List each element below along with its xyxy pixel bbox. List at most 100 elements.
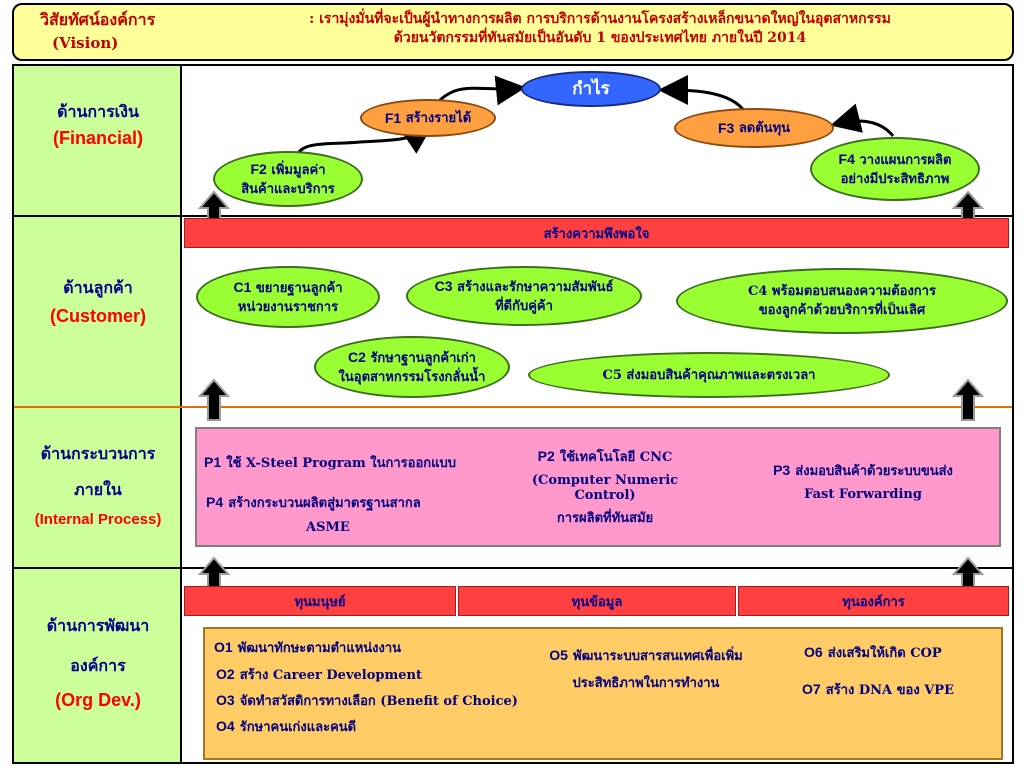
o1-text: พัฒนาทักษะตามตำแหน่งงาน [237,641,402,656]
c2-code: C2 [348,348,366,365]
vision-box [12,3,1014,61]
c3-code: C3 [434,277,453,294]
c4-text-1: C4 พร้อมตอบสนองความต้องการ [748,284,936,299]
orgdev-label-th-1: ด้านการพัฒนา [46,616,150,635]
row-divider-financial [14,215,1012,217]
p2-text-3: การผลิตที่ทันสมัย [556,511,654,526]
o5-text-1: พัฒนาระบบสารสนเทศเพื่อเพิ่ม [573,649,743,664]
o6-text: ส่งเสริมให้เกิด COP [827,646,942,661]
o7-item: O7 สร้าง DNA ของ VPE [802,679,954,700]
o7-code: O7 [802,681,821,697]
orgdev-label-en: (Org Dev.) [55,690,141,710]
o3-code: O3 [216,692,235,708]
p3-text-1: ส่งมอบสินค้าด้วยระบบขนส่ง [795,464,953,479]
o6-item: O6 ส่งเสริมให้เกิด COP [804,642,942,663]
o4-code: O4 [216,718,235,734]
c4-text-2: ของลูกค้าด้วยบริการที่เป็นเลิศ [758,303,926,318]
f1-code: F1 [384,109,402,126]
c4-node: C4 พร้อมตอบสนองความต้องการ ของลูกค้าด้วย… [676,268,1008,334]
o7-text: สร้าง DNA ของ VPE [825,683,954,698]
up-arrow-icon [197,378,231,421]
f2-node: F2 เพิ่มมูลค่า สินค้าและบริการ [213,151,363,207]
p4-text-2: ASME [306,520,350,535]
c5-node: C5 ส่งมอบสินค้าคุณภาพและตรงเวลา [528,352,890,398]
satisfaction-bar: สร้างความพึงพอใจ [184,218,1009,248]
p4-code: P4 [206,494,224,510]
o4-item: O4 รักษาคนเก่งและคนดี [216,716,356,737]
o6-code: O6 [804,644,823,660]
p3-code: P3 [773,462,791,478]
o2-item: O2 สร้าง Career Development [216,664,422,685]
f1-node: F1 สร้างรายได้ [360,99,496,137]
c3-node: C3 สร้างและรักษาความสัมพันธ์ ที่ดีกับคู่… [406,266,642,326]
vision-statement: : เรามุ่งมั่นที่จะเป็นผู้นำทางการผลิต กา… [190,10,1010,48]
capital-bar-human: ทุนมนุษย์ [184,586,456,616]
capital-bar-organization: ทุนองค์การ [738,586,1009,616]
c1-text-1: ขยายฐานลูกค้า [255,280,343,296]
f2-text-1: เพิ่มมูลค่า [271,162,326,178]
c1-node: C1 ขยายฐานลูกค้า หน่วยงานราชการ [196,266,380,328]
f4-node: F4 วางแผนการผลิต อย่างมีประสิทธิภาพ [810,137,980,201]
c1-code: C1 [233,278,252,295]
financial-label-en: (Financial) [52,128,143,148]
customer-label-en: (Customer) [49,306,146,326]
vision-line-2: ด้วยนวัตกรรมที่ทันสมัยเป็นอันดับ 1 ของปร… [393,30,807,46]
p2-item: P2 ใช้เทคโนโลยี CNC (Computer Numeric Co… [500,446,710,528]
internal-process-box [195,427,1001,547]
o3-item: O3 จัดทำสวัสดิการทางเลือก (Benefit of Ch… [216,690,518,711]
financial-label-th: ด้านการเงิน [57,102,139,121]
row-divider-customer [14,406,1012,408]
strategy-map-frame [12,64,1014,764]
f4-text-2: อย่างมีประสิทธิภาพ [840,171,950,187]
f2-text-2: สินค้าและบริการ [241,181,335,197]
c2-text-1: รักษาฐานลูกค้าเก่า [370,350,476,366]
internal-label-en: (Internal Process) [34,511,162,528]
p2-text-1: ใช้เทคโนโลยี CNC [559,450,673,465]
o3-text: จัดทำสวัสดิการทางเลือก (Benefit of Choic… [239,694,518,709]
p1-item: P1 ใช้ X-Steel Program ในการออกแบบ [204,452,456,473]
p2-text-2: (Computer Numeric Control) [531,473,679,503]
f3-node: F3 ลดต้นทุน [674,108,834,148]
c2-text-2: ในอุตสาหกรรมโรงกลั่นน้ำ [338,369,486,385]
orgdev-box [203,627,1003,760]
profit-node: กำไร [521,71,661,107]
o1-code: O1 [214,639,233,655]
o5-item: O5 พัฒนาระบบสารสนเทศเพื่อเพิ่ม ประสิทธิภ… [526,645,766,693]
o2-code: O2 [216,666,235,682]
f2-code: F2 [250,160,267,177]
up-arrow-icon [951,378,985,421]
p2-code: P2 [537,448,555,464]
vision-subtitle: (Vision) [52,34,119,52]
f3-code: F3 [717,119,735,136]
c2-node: C2 รักษาฐานลูกค้าเก่า ในอุตสาหกรรมโรงกลั… [314,336,510,398]
row-divider-internal [14,567,1012,569]
internal-label-th-1: ด้านกระบวนการ [40,444,156,463]
c1-text-2: หน่วยงานราชการ [237,299,339,315]
p3-text-2: Fast Forwarding [804,487,922,502]
o2-text: สร้าง Career Development [239,668,422,683]
o4-text: รักษาคนเก่งและคนดี [239,720,357,735]
p3-item: P3 ส่งมอบสินค้าด้วยระบบขนส่ง Fast Forwar… [752,460,974,502]
perspective-label-column [14,66,182,762]
c3-text-2: ที่ดีกับคู่ค้า [495,298,553,314]
f4-code: F4 [838,150,855,167]
c3-text-1: สร้างและรักษาความสัมพันธ์ [457,279,614,295]
customer-label-th: ด้านลูกค้า [63,278,133,297]
curved-arrow-icon [436,75,526,106]
p4-item: P4 สร้างกระบวนผลิตสู่มาตรฐานสากล [206,492,421,513]
capital-bar-information: ทุนข้อมูล [458,586,736,616]
o5-code: O5 [549,647,568,663]
orgdev-label-th-2: องค์การ [70,656,126,675]
f4-text-1: วางแผนการผลิต [859,152,952,168]
f3-text: ลดต้นทุน [738,120,791,136]
p1-code: P1 [204,454,222,470]
o1-item: O1 พัฒนาทักษะตามตำแหน่งงาน [214,637,401,658]
curved-arrow-icon [658,75,747,113]
p4-text-1: สร้างกระบวนผลิตสู่มาตรฐานสากล [228,496,421,511]
internal-label-th-2: ภายใน [74,480,122,499]
f1-text: สร้างรายได้ [405,110,472,126]
p1-text: ใช้ X-Steel Program ในการออกแบบ [226,456,457,471]
o5-text-2: ประสิทธิภาพในการทำงาน [572,676,720,691]
curved-arrow-icon [830,103,895,137]
vision-line-1: : เรามุ่งมั่นที่จะเป็นผู้นำทางการผลิต กา… [309,11,891,27]
